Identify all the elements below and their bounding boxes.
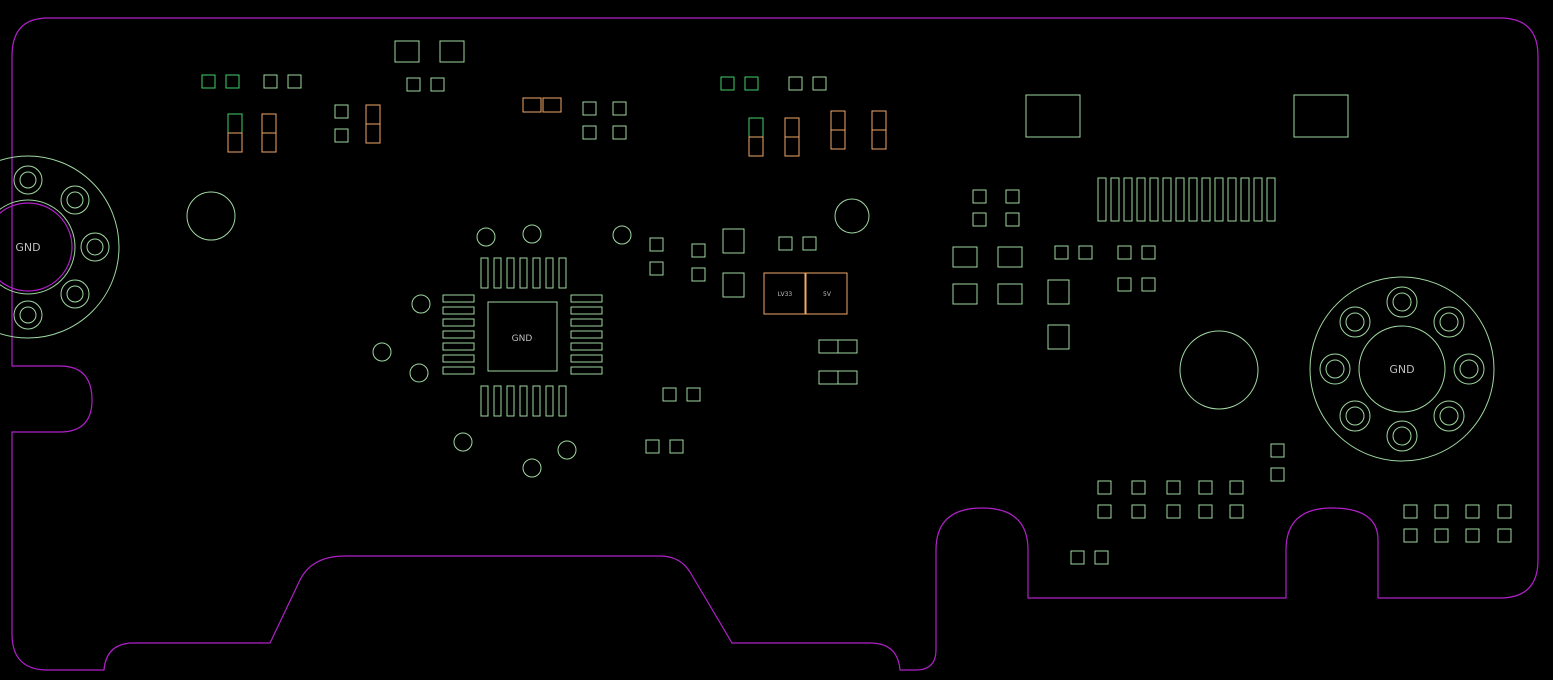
mounting-hole-left: GND bbox=[0, 155, 120, 339]
gnd-label-left: GND bbox=[15, 241, 40, 254]
gnd-label-right: GND bbox=[1389, 363, 1414, 376]
comp-label-lv33: LV33 bbox=[778, 291, 793, 298]
fpc-connector bbox=[1097, 177, 1276, 222]
comp-label-5v: 5V bbox=[823, 291, 832, 298]
smd-pads bbox=[201, 40, 1512, 565]
power-component: LV33 5V bbox=[763, 272, 848, 315]
vias bbox=[372, 224, 632, 478]
gnd-label-center: GND bbox=[512, 334, 533, 344]
mounting-hole-right: GND bbox=[1309, 276, 1495, 462]
board-outline bbox=[11, 17, 1539, 671]
large-holes bbox=[186, 191, 1259, 410]
vertical-pad-pairs bbox=[227, 97, 887, 157]
qfn-ic: GND bbox=[442, 257, 603, 417]
